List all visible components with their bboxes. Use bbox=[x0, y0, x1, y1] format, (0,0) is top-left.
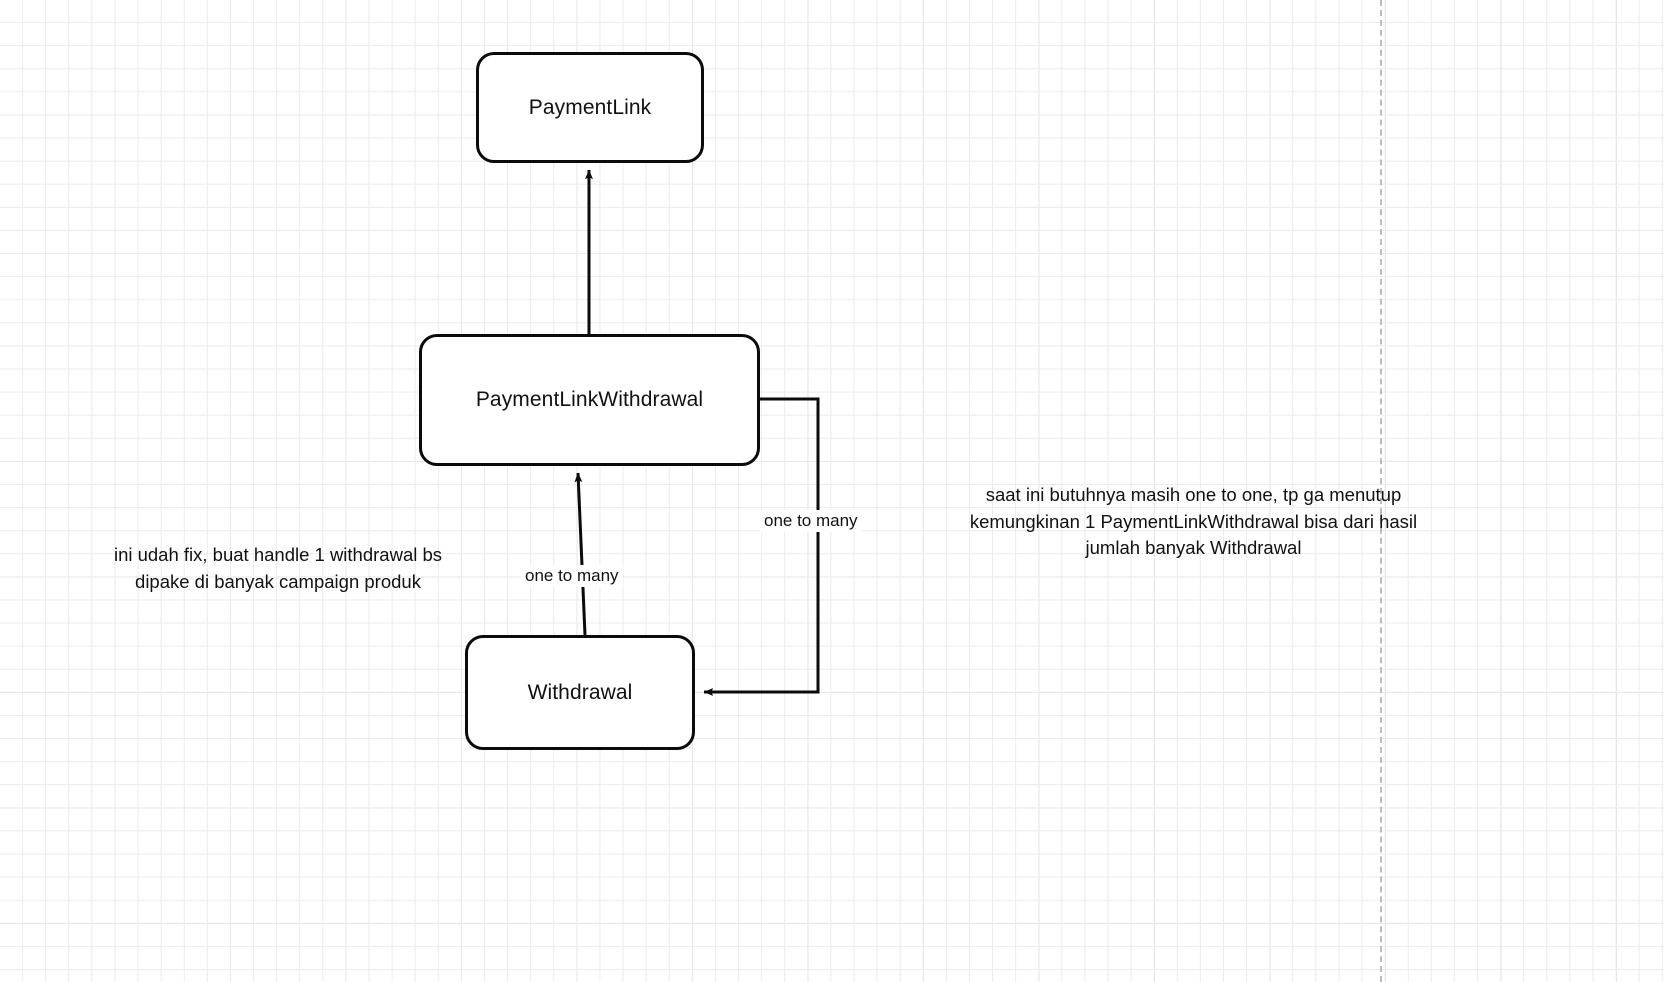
edge-label-withdrawal-to-plw: one to many bbox=[521, 565, 623, 587]
edge-label-plw-to-withdrawal: one to many bbox=[760, 510, 862, 532]
annotation-right: saat ini butuhnya masih one to one, tp g… bbox=[969, 484, 1418, 558]
node-paymentlinkwithdrawal[interactable]: PaymentLinkWithdrawal bbox=[419, 334, 760, 466]
node-paymentlink[interactable]: PaymentLink bbox=[476, 52, 704, 163]
connector-withdrawal-to-plw bbox=[574, 472, 587, 636]
node-paymentlink-label: PaymentLink bbox=[528, 95, 652, 119]
node-withdrawal-label: Withdrawal bbox=[527, 680, 633, 704]
node-withdrawal[interactable]: Withdrawal bbox=[465, 635, 695, 750]
page-break-line bbox=[1380, 0, 1382, 982]
annotation-left: ini udah fix, buat handle 1 withdrawal b… bbox=[113, 544, 443, 592]
node-paymentlinkwithdrawal-label: PaymentLinkWithdrawal bbox=[475, 388, 704, 411]
